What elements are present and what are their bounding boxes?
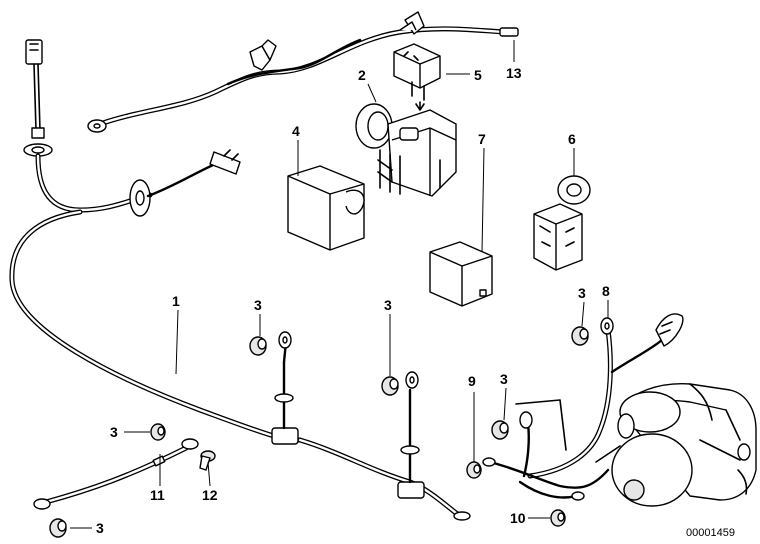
callout-11: 11 bbox=[150, 487, 165, 503]
callout-3b: 3 bbox=[384, 297, 392, 313]
part-2-relay-socket bbox=[355, 103, 457, 197]
nut-3b bbox=[381, 376, 399, 396]
callout-5: 5 bbox=[474, 67, 482, 83]
part-12-bolt bbox=[199, 450, 216, 471]
callout-3e: 3 bbox=[110, 424, 118, 440]
callout-3d: 3 bbox=[500, 371, 508, 387]
callout-13: 13 bbox=[506, 65, 522, 81]
part-6-bracket bbox=[533, 175, 591, 271]
leader-lines bbox=[70, 40, 609, 529]
nut-3c bbox=[571, 326, 589, 346]
nut-9 bbox=[466, 461, 482, 479]
nut-3a bbox=[249, 336, 267, 356]
starter-cables bbox=[482, 399, 621, 501]
callout-2: 2 bbox=[358, 67, 366, 83]
callout-9: 9 bbox=[468, 373, 476, 389]
nut-3e bbox=[150, 423, 166, 441]
callout-3a: 3 bbox=[254, 297, 262, 313]
callout-7: 7 bbox=[478, 131, 486, 147]
nut-10 bbox=[550, 509, 566, 527]
part-7-relay-box bbox=[429, 241, 493, 307]
part-4-cover bbox=[287, 165, 365, 251]
callout-3f: 3 bbox=[96, 520, 104, 536]
part-1-harness bbox=[9, 39, 471, 521]
starter-motor bbox=[611, 383, 757, 507]
nut-3f bbox=[49, 518, 67, 538]
part-5-relay bbox=[393, 43, 441, 111]
callout-10: 10 bbox=[510, 510, 526, 526]
callout-8: 8 bbox=[602, 283, 610, 299]
callout-4: 4 bbox=[292, 123, 300, 139]
part-11-ground-strap bbox=[33, 438, 199, 510]
nut-3d bbox=[491, 420, 509, 440]
part-13-cable bbox=[87, 11, 519, 133]
diagram-reference-number: 00001459 bbox=[686, 527, 735, 539]
callout-1: 1 bbox=[172, 293, 180, 309]
callout-6: 6 bbox=[568, 131, 576, 147]
part-8-battery-cable bbox=[527, 313, 684, 479]
callout-3c: 3 bbox=[578, 285, 586, 301]
callout-12: 12 bbox=[202, 487, 218, 503]
